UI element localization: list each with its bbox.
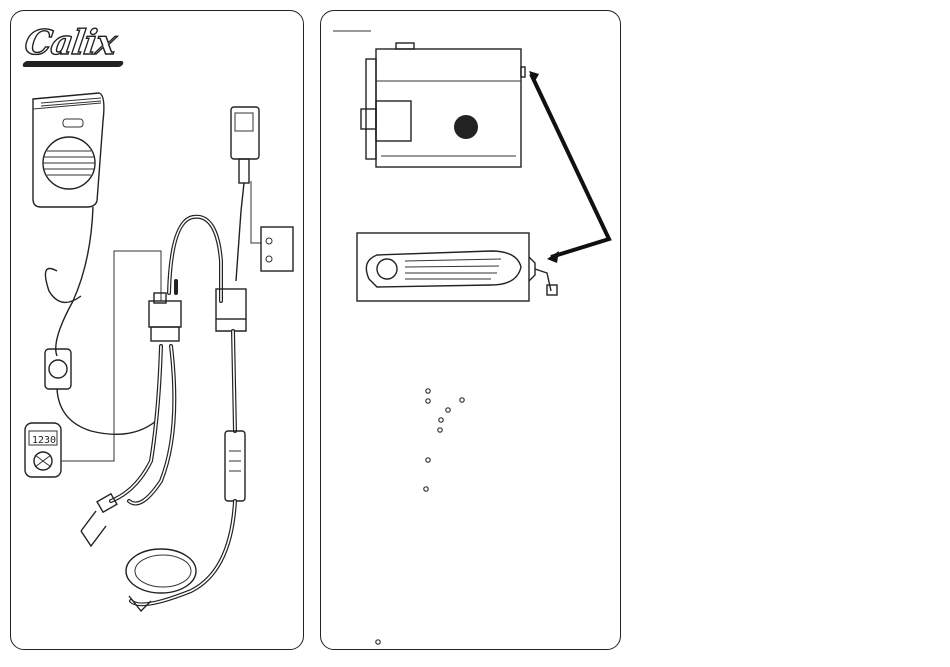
left-illustration-panel: Calix 1 <box>10 10 304 650</box>
installation-diagram <box>321 11 622 651</box>
fan-heater-icon <box>33 93 104 207</box>
engine-icon <box>361 43 525 167</box>
wiring-diagram: 1230 <box>11 11 305 651</box>
control-box-icon <box>149 293 181 341</box>
timer-remote-icon: 1230 <box>25 423 61 477</box>
timer-display: 1230 <box>32 435 56 446</box>
right-illustration-panel <box>320 10 621 650</box>
bullet-markers <box>376 389 464 644</box>
heater-element-icon <box>357 233 557 301</box>
inlet-icon <box>261 227 293 271</box>
plug-icon <box>45 349 71 389</box>
connector-icon <box>231 107 259 183</box>
